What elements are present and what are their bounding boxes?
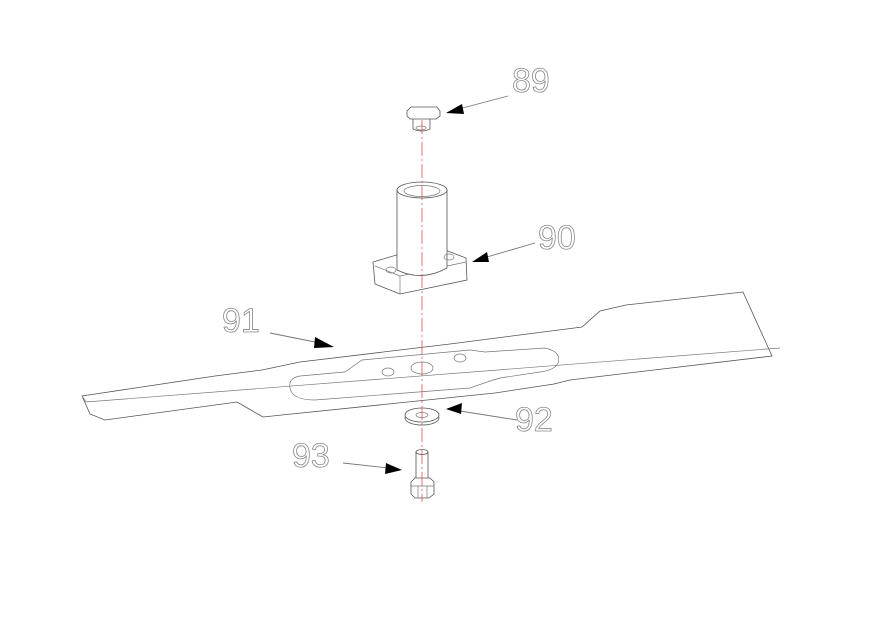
part-nut bbox=[406, 106, 441, 132]
part-number-89: 89 bbox=[512, 62, 550, 100]
arrowhead-icon bbox=[446, 403, 462, 414]
part-number-92: 92 bbox=[515, 401, 553, 439]
callout-93: 93 bbox=[292, 437, 402, 475]
callout-91: 91 bbox=[222, 302, 334, 348]
callout-90: 90 bbox=[472, 219, 576, 262]
part-blade bbox=[81, 291, 781, 421]
part-adapter bbox=[372, 181, 468, 295]
callout-89: 89 bbox=[446, 62, 550, 114]
part-number-91: 91 bbox=[222, 302, 260, 340]
arrowhead-icon bbox=[472, 252, 489, 262]
part-number-93: 93 bbox=[292, 437, 330, 475]
arrowhead-icon bbox=[385, 463, 402, 474]
arrowhead-icon bbox=[446, 104, 464, 114]
callout-92: 92 bbox=[446, 401, 553, 439]
part-number-90: 90 bbox=[538, 219, 576, 257]
part-bolt bbox=[410, 449, 435, 499]
arrowhead-icon bbox=[314, 337, 334, 348]
